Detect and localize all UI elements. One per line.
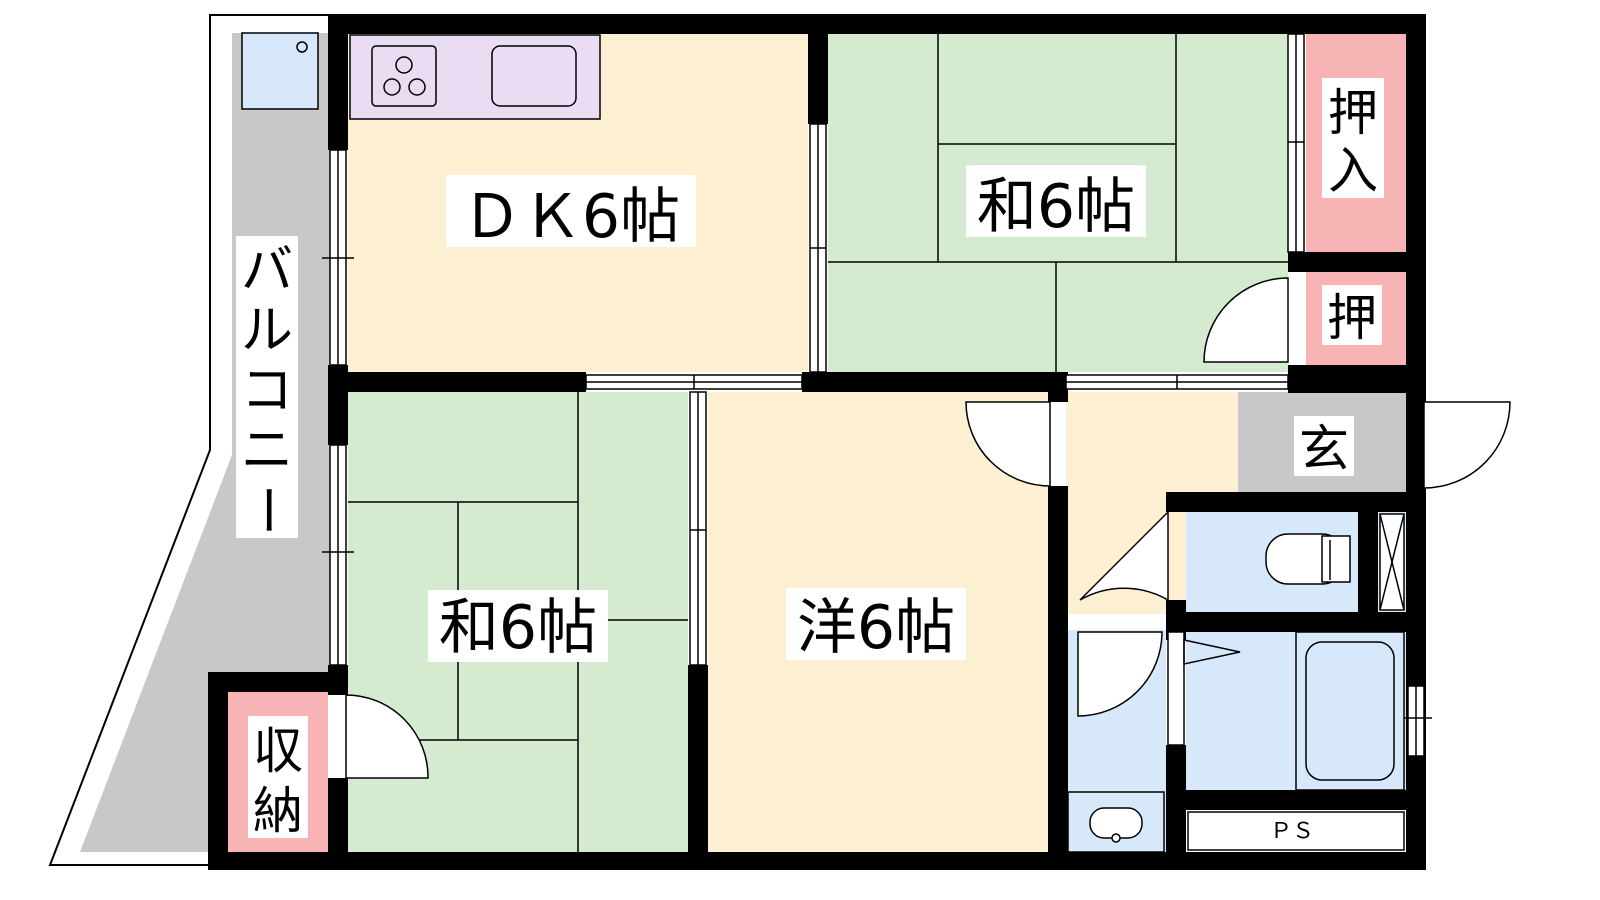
balcony-label-2: ル <box>241 301 293 361</box>
ps-label: ＰＳ <box>1270 819 1314 844</box>
dk-label-bg <box>446 175 696 247</box>
sliding-doors <box>585 123 1289 666</box>
shuunou-label-bg <box>248 716 308 838</box>
balcony-label-5: ー <box>236 484 296 536</box>
sink-icon <box>491 45 577 107</box>
balcony-label-4: ニ <box>241 421 293 481</box>
swing-doors <box>345 277 1511 779</box>
fixtures <box>1067 513 1405 853</box>
genkan-label-bg <box>1294 416 1354 476</box>
oshiire-upper-label-1: 押 <box>1328 84 1378 142</box>
washitsu-lower-label-bg <box>428 590 608 662</box>
youshitsu-label: 洋6帖 <box>797 593 955 663</box>
youshitsu-label-bg <box>786 588 966 660</box>
washitsu-upper-label: 和6帖 <box>977 172 1135 242</box>
bathtub-icon <box>1295 631 1405 791</box>
walls <box>208 14 1426 870</box>
shuunou-label-1: 収 <box>253 722 303 780</box>
labels: ＤＫ6帖 和6帖 和6帖 洋6帖 押 入 押 玄 収 納 バ ル コ ニ ー Ｐ… <box>236 78 1384 844</box>
washitsu-upper-label-bg <box>966 165 1146 237</box>
kitchen-counter <box>349 34 601 120</box>
oshiire-upper-label-bg <box>1322 78 1384 198</box>
oshiire-small-label-bg <box>1322 285 1382 345</box>
oshiire-upper-label-2: 入 <box>1328 142 1378 200</box>
genkan-label: 玄 <box>1299 420 1349 478</box>
toilet-icon <box>1265 533 1351 585</box>
balcony-label-bg <box>236 236 298 538</box>
shuunou-label-2: 納 <box>253 782 303 840</box>
balcony-label-3: コ <box>241 361 293 421</box>
stove-icon <box>371 45 437 107</box>
washbasin-icon <box>1067 791 1165 853</box>
washer-pan-icon <box>241 32 319 110</box>
oshiire-small-label: 押 <box>1327 289 1377 347</box>
windows <box>322 33 1432 757</box>
toilet-shelf <box>1379 513 1405 611</box>
balcony-label-1: バ <box>241 241 293 301</box>
washitsu-lower-label: 和6帖 <box>439 593 597 663</box>
dk-label: ＤＫ6帖 <box>462 182 680 252</box>
